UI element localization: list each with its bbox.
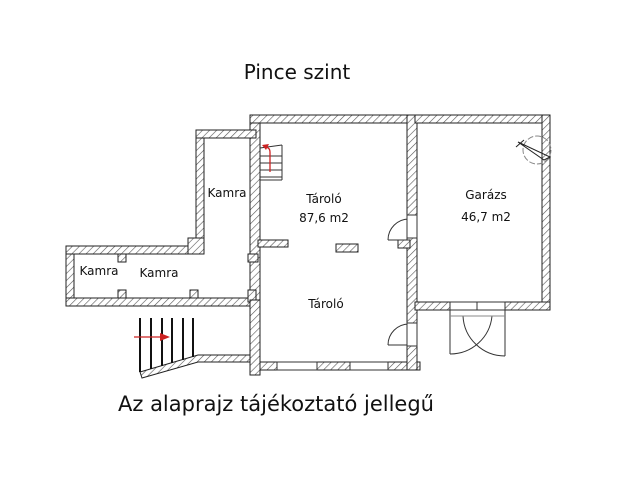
compass-north-arrow-icon [515,135,552,165]
room-label-kamra-tall: Kamra [208,186,247,200]
stair-arrow-icon [134,333,170,341]
disclaimer-text: Az alaprajz tájékoztató jellegű [118,392,434,416]
lower-staircase [139,318,194,372]
room-label-tarolo-lower: Tároló [307,297,343,311]
room-label-kamra-middle: Kamra [140,266,179,280]
double-garage-door-icon [449,301,506,357]
room-area-garazs: 46,7 m2 [461,210,511,224]
stair-arrow-icon [262,144,271,172]
page-title: Pince szint [243,60,351,84]
room-area-tarolo-upper: 87,6 m2 [299,211,349,225]
room-label-kamra-left: Kamra [80,264,119,278]
room-label-tarolo-upper: Tároló [305,192,341,206]
room-label-garazs: Garázs [465,188,507,202]
windows [276,361,389,371]
door-swing-icon [387,214,418,241]
upper-staircase [259,144,283,181]
walls [65,114,551,379]
door-swing-icon [387,322,418,347]
